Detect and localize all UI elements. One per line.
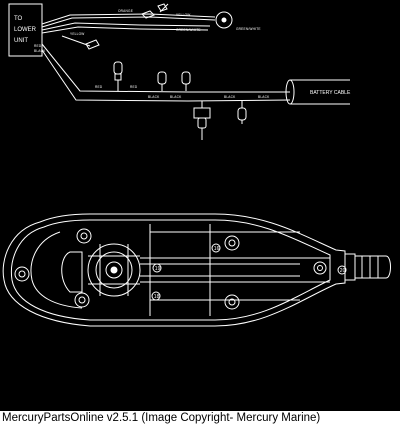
gear-frame [88, 244, 140, 296]
box-label-line3: UNIT [14, 38, 28, 44]
callout-circle-2 [152, 263, 162, 273]
battery-cable-label: BATTERY CABLE [310, 90, 351, 96]
screw-boss-2 [76, 228, 92, 244]
handle-collar [344, 253, 356, 281]
inline-connector-2 [85, 39, 100, 50]
callout-label-2: 19 [155, 266, 161, 272]
connector-plug-3 [181, 71, 191, 85]
screw-boss-5 [224, 294, 240, 310]
wire-label-top-mid: YELLOW [176, 13, 191, 17]
wiring-and-housing-diagram: TO LOWER UNIT RED BLACK ORANGE YELLOW GR… [2, 3, 391, 327]
box-wire-label-2: BLACK [34, 49, 46, 53]
tiller-shaft [140, 257, 330, 283]
copyright-footer: MercuryPartsOnline v2.5.1 (Image Copyrig… [0, 411, 400, 426]
screw-hole-4 [228, 239, 236, 247]
battery-cable-end [285, 79, 295, 105]
connector-plug-1 [113, 61, 123, 75]
gear-outer [87, 243, 141, 297]
diagram-canvas: TO LOWER UNIT RED BLACK ORANGE YELLOW GR… [0, 0, 400, 411]
screw-boss-4 [224, 235, 240, 251]
callout-circle-1 [211, 243, 221, 253]
gear-hub [105, 261, 123, 279]
wire-label-right-tag: GREEN/WHITE [236, 27, 261, 31]
tiller-rails [150, 231, 300, 301]
terminal-ring [215, 11, 233, 29]
gear-mid [95, 251, 133, 289]
wiring-harness: TO LOWER UNIT RED BLACK ORANGE YELLOW GR… [8, 3, 351, 140]
wire-mid-lead [61, 35, 91, 47]
harness-lower [41, 49, 291, 102]
connector-plug-4 [237, 107, 247, 121]
callout-circle-4 [337, 265, 347, 275]
callout-circle-3 [151, 291, 161, 301]
harness-label-black-1: BLACK [148, 95, 160, 99]
box-label-line2: LOWER [14, 27, 37, 33]
harness-label-black-4: BLACK [258, 95, 270, 99]
connector-plug-2 [157, 71, 167, 85]
fuse-lead [159, 3, 169, 13]
inline-connector-1 [141, 10, 155, 19]
housing-ribs [149, 224, 211, 316]
harness-label-red-2: RED [130, 85, 138, 89]
wire-label-top-left: ORANGE [118, 9, 133, 13]
harness-upper [41, 43, 290, 93]
gear-axle [110, 266, 118, 274]
switch-body [193, 107, 211, 119]
screw-hole-5 [228, 298, 236, 306]
wire-label-top-right: GREEN/WHITE [176, 28, 201, 32]
inline-fuse [157, 3, 168, 12]
cable-loop [61, 251, 83, 293]
callout-label-3: 18 [154, 294, 160, 300]
switch-knob [197, 117, 207, 129]
housing-inner-curve [30, 231, 83, 309]
harness-label-red: RED [95, 85, 103, 89]
housing-outline [2, 213, 346, 327]
terminal-stud [221, 17, 227, 23]
screw-boss-3 [74, 292, 90, 308]
housing-inner-outline [10, 219, 331, 321]
callout-label-1: 16 [214, 246, 220, 252]
wire-label-mid: YELLOW [70, 32, 85, 36]
tiller-shaft-inner [140, 263, 300, 277]
connector-sleeve-1 [114, 73, 122, 81]
harness-label-black-3: BLACK [224, 95, 236, 99]
wire-top-1 [41, 13, 216, 25]
screw-hole-3 [78, 296, 86, 304]
screw-boss-1 [14, 266, 30, 282]
wire-top-3 [41, 22, 211, 31]
screw-hole-6 [317, 265, 323, 271]
screw-boss-6 [313, 261, 327, 275]
handle-grip [354, 255, 391, 279]
motor-housing: 16 19 18 20 [2, 213, 391, 327]
wire-top-2 [41, 16, 216, 28]
handle-grip-ridges [361, 256, 379, 278]
box-wire-label-1: RED [34, 44, 42, 48]
screw-hole-2 [80, 232, 88, 240]
harness-label-black-2: BLACK [170, 95, 182, 99]
screw-hole-1 [18, 270, 26, 278]
box-label-line1: TO [14, 16, 23, 22]
wire-top-4 [41, 26, 209, 34]
callout-label-4: 20 [340, 268, 346, 274]
